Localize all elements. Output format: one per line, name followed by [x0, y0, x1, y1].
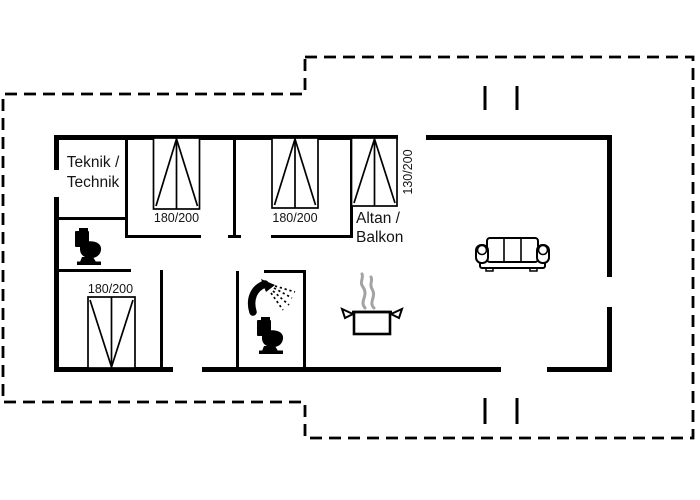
sofa-icon: [475, 237, 550, 272]
steam-squiggle: [369, 275, 376, 310]
steam-squiggle: [359, 272, 367, 310]
toilet-icon: [75, 228, 102, 265]
double-bed: [271, 137, 319, 209]
double-bed: [350, 137, 398, 207]
technik-room-label-line1: Teknik /: [66, 154, 120, 171]
balcony-label-line2: Balkon: [356, 229, 404, 246]
steps-icon: [483, 86, 519, 110]
balcony-label: Altan / Balkon: [356, 209, 403, 247]
bed-size-label: 180/200: [153, 211, 200, 225]
technik-room-label: Teknik / Technik: [55, 153, 131, 193]
bed-size-label: 180/200: [272, 211, 318, 225]
shower-icon: [247, 279, 296, 316]
toilet-icon: [257, 317, 284, 354]
double-bed: [87, 296, 136, 369]
terrace-outline: [1, 55, 695, 440]
technik-room-label-line2: Technik: [66, 174, 120, 191]
balcony-label-line1: Altan /: [356, 210, 400, 227]
bed-size-label: 180/200: [87, 282, 134, 296]
double-bed: [152, 137, 201, 210]
exterior-walls: [54, 135, 612, 372]
steps-icon: [483, 398, 519, 424]
cooking-pot-icon: [340, 272, 404, 336]
bed-size-label-vertical: 130/200: [401, 149, 415, 195]
